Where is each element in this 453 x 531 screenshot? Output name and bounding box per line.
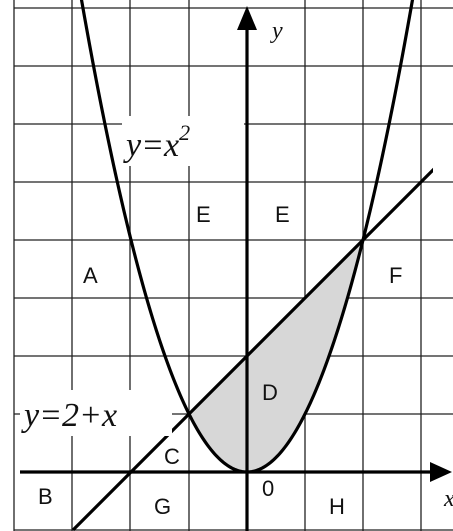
region-label-e-left: E bbox=[196, 202, 211, 227]
line-label-bg bbox=[20, 390, 172, 436]
region-label-a: A bbox=[83, 263, 98, 288]
region-label-g: G bbox=[154, 494, 171, 519]
region-label-b: B bbox=[38, 484, 53, 509]
region-label-d: D bbox=[262, 380, 278, 405]
y-axis-label: y bbox=[270, 18, 283, 44]
line-label: y=2+x bbox=[21, 397, 117, 434]
curve-label-bg bbox=[122, 116, 244, 166]
grid bbox=[13, 0, 453, 531]
shaded-region bbox=[189, 240, 363, 472]
x-axis-label: x bbox=[443, 486, 453, 512]
region-label-e-right: E bbox=[275, 202, 290, 227]
curve-label-exponent: 2 bbox=[179, 120, 190, 145]
curve-label: y=x2 bbox=[123, 120, 190, 164]
origin-label: 0 bbox=[262, 476, 274, 501]
y-axis-arrow bbox=[237, 6, 257, 30]
line-y-2-plus-x bbox=[71, 167, 433, 531]
region-label-h: H bbox=[329, 494, 345, 519]
region-label-c: C bbox=[164, 444, 180, 469]
region-label-f: F bbox=[389, 263, 402, 288]
x-axis-arrow bbox=[430, 462, 452, 482]
